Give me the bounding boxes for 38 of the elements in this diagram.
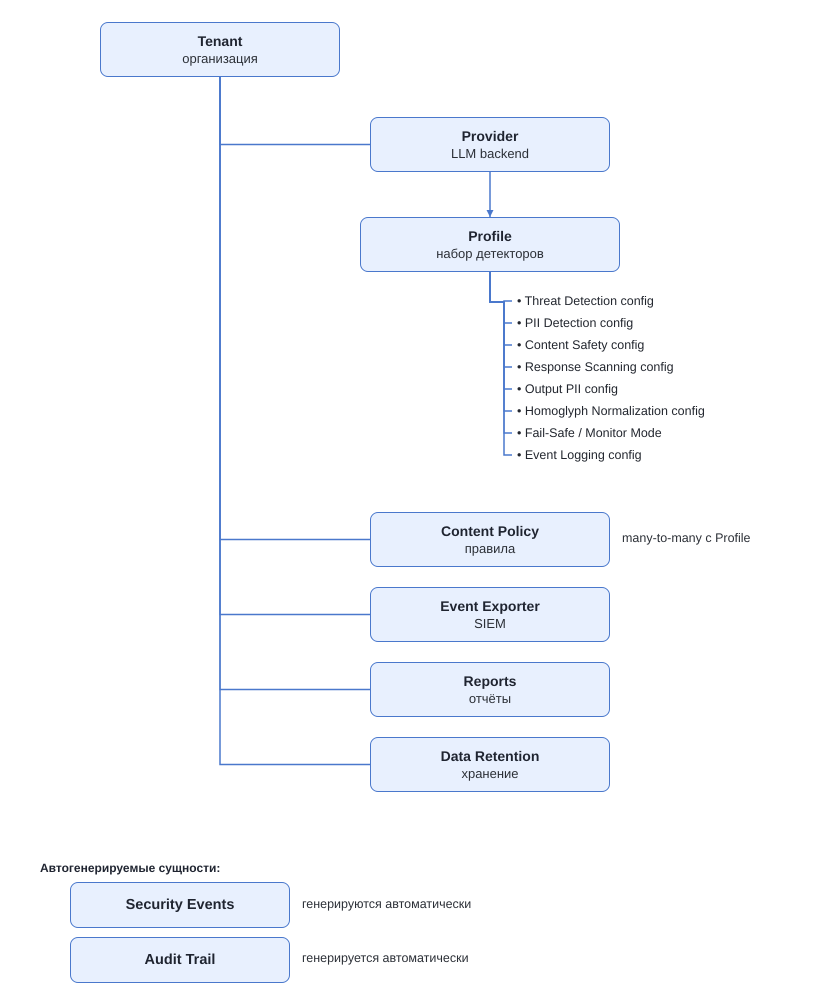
entity-box xyxy=(370,512,610,567)
entity-subtitle: набор детекторов xyxy=(436,245,544,262)
entity-subtitle: хранение xyxy=(461,765,519,782)
side-note: генерируются автоматически xyxy=(302,896,472,912)
entity-box xyxy=(370,587,610,642)
config-item: • Output PII config xyxy=(517,381,618,397)
config-item: • PII Detection config xyxy=(517,315,634,331)
entity-title: Provider xyxy=(462,127,518,145)
config-item: • Threat Detection config xyxy=(517,293,654,309)
entity-title: Content Policy xyxy=(440,522,539,540)
entity-subtitle: LLM backend xyxy=(450,145,530,162)
config-item: • Event Logging config xyxy=(517,447,642,463)
config-item: • Fail-Safe / Monitor Mode xyxy=(517,425,662,441)
side-note: many-to-many с Profile xyxy=(622,530,751,546)
entity-title: Tenant xyxy=(198,32,242,50)
config-item: • Response Scanning config xyxy=(517,359,674,375)
entity-subtitle: SIEM xyxy=(474,615,506,632)
entity-box xyxy=(370,737,610,792)
config-item: • Content Safety config xyxy=(517,337,644,353)
entity-subtitle: отчёты xyxy=(468,690,512,707)
arrow xyxy=(486,172,494,217)
entity-box xyxy=(70,882,290,928)
entity-title: Event Exporter xyxy=(440,597,540,615)
entity-title: Security Events xyxy=(126,896,234,914)
entity-title: Audit Trail xyxy=(144,951,216,969)
entity-subtitle: правила xyxy=(464,540,516,557)
entity-box xyxy=(360,217,620,272)
entity-box xyxy=(100,22,340,77)
entity-title: Reports xyxy=(464,672,516,690)
entity-subtitle: организация xyxy=(182,50,258,67)
config-item: • Homoglyph Normalization config xyxy=(517,403,705,419)
entity-title: Profile xyxy=(468,227,512,245)
entity-box xyxy=(370,662,610,717)
entity-title: Data Retention xyxy=(440,747,540,765)
entity-box xyxy=(70,937,290,983)
entity-box xyxy=(370,117,610,172)
side-note: генерируется автоматически xyxy=(302,950,469,966)
section-heading: Автогенерируемые сущности: xyxy=(40,860,220,876)
